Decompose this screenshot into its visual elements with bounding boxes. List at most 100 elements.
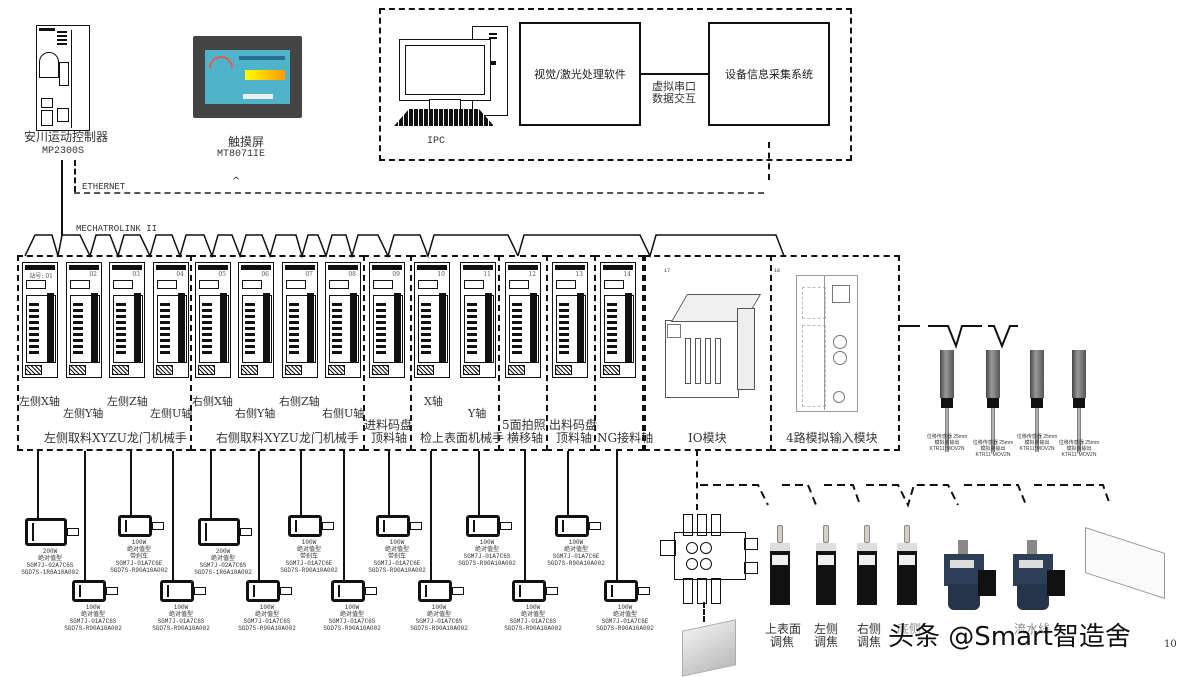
motor-spec-line: SGM7J-01A7C6E (601, 618, 649, 625)
motor-spec-line: 100W (173, 604, 189, 611)
motor-spec-line: 100W (431, 604, 447, 611)
motor-cable (616, 451, 618, 580)
motor-cable (478, 451, 480, 515)
motor-spec-line: 100W (389, 539, 405, 546)
motor-spec-line: 绝对值型 (426, 611, 451, 618)
analog-module-image (796, 275, 858, 415)
station-number: 05 (218, 271, 226, 278)
station-number: 03 (132, 271, 140, 278)
info-system-label: 设备信息采集系统 (725, 68, 813, 81)
io-num: 17 (664, 268, 671, 274)
motor-spec-line: 200W (42, 548, 58, 555)
controller-model: MP2300S (42, 146, 85, 157)
motor-spec-line: 绝对值型 (254, 611, 279, 618)
motor-spec-line: SGM7J-01A7C6S (157, 618, 205, 625)
ethernet-drop (768, 142, 770, 180)
sensor-spec-line: KTR11*MOV2N (1019, 446, 1055, 452)
link-label-1: 虚拟串口 (652, 80, 696, 93)
motor-cable (300, 451, 302, 515)
page-number: 10 (1164, 639, 1177, 650)
motor-spec-line: 100W (479, 539, 495, 546)
motor-spec-line: SGD7S-R90A10A002 (238, 625, 296, 632)
dc-motor-left (816, 525, 836, 605)
servo-drive: 04 (153, 262, 189, 378)
computer-icon (392, 25, 512, 130)
motor-spec-line: 100W (301, 539, 317, 546)
motor-spec-line: 绝对值型 (210, 555, 235, 562)
motor-spec-line: 带刹车 (129, 553, 148, 560)
motor-cable (130, 451, 132, 515)
vision-software-label: 视觉/激光处理软件 (534, 68, 626, 81)
axis-label: 右侧Z轴 (279, 395, 320, 408)
motor-cable (258, 451, 260, 580)
watermark: 头条 @Smart智造舍 (888, 622, 1131, 652)
motor-spec-line: 绝对值型 (339, 611, 364, 618)
axis-label: 右侧X轴 (192, 395, 233, 408)
station-number: 06 (261, 271, 269, 278)
station-number: 02 (89, 271, 97, 278)
servo-drive: 08 (325, 262, 361, 378)
io-device-label-2: 调焦 (857, 635, 882, 649)
station-number: 14 (623, 271, 631, 278)
group-label: NG接料轴 (597, 431, 654, 445)
motor-spec-line: SGM7J-01A7C6S (243, 618, 291, 625)
motor-spec-line: SGD7S-R90A10A002 (110, 567, 168, 574)
motor-spec-line: SGD7S-R90A10A002 (64, 625, 122, 632)
motor-spec-line: 绝对值型 (296, 546, 321, 553)
motor-spec-line: 绝对值型 (474, 546, 499, 553)
station-number: 站号: 01 (29, 273, 53, 280)
io-device-bus (700, 484, 1111, 508)
motor-cable (430, 451, 432, 580)
motor-cable (524, 451, 526, 580)
analog-num: 18 (774, 268, 781, 274)
motor-spec-line: 绝对值型 (80, 611, 105, 618)
gear-motor-1 (944, 540, 996, 610)
station-number: 07 (305, 271, 313, 278)
motor-spec-line: SGD7S-1R6A10A002 (21, 569, 79, 576)
motor-spec-line: 100W (131, 539, 147, 546)
sensor-bus (900, 325, 1018, 350)
group-label: 右侧取料XYZU龙门机械手 (216, 431, 359, 445)
servo-drive: 13 (552, 262, 588, 378)
motor-spec-line: SGM7J-01A7C6E (285, 560, 333, 567)
sensor-spec-line: 模拟量输出 (1024, 440, 1050, 446)
station-number: 11 (483, 271, 491, 278)
station-number: 12 (528, 271, 536, 278)
motor-spec-line: SGM7J-01A7C6S (69, 618, 117, 625)
servo-drive: 03 (109, 262, 145, 378)
ethernet-touchscreen-tap: ^ (232, 176, 241, 187)
io-device-label: 右侧 (857, 622, 882, 636)
motor-spec-line: 绝对值型 (384, 546, 409, 553)
pneumatic-cylinder (682, 619, 736, 677)
motor-cable (172, 451, 174, 580)
station-number: 09 (392, 271, 400, 278)
io-device-label: 上表面 (765, 622, 802, 636)
axis-label: 左侧Z轴 (107, 395, 148, 408)
station-number: 10 (437, 271, 445, 278)
link-line (641, 73, 709, 75)
motor-spec-line: 100W (617, 604, 633, 611)
motor-spec-line: SGD7S-R90A10A002 (323, 625, 381, 632)
sensor-spec-line: 模拟量输出 (934, 440, 960, 446)
group-label-2: 顶料轴 (371, 431, 408, 445)
ethernet-line (74, 192, 764, 194)
mechatrolink-trunk (61, 160, 63, 236)
sensor-spec-line: 位移传感器 25mm (1016, 434, 1058, 440)
ipc-label: IPC (427, 136, 446, 147)
group-label: 出料码盘 (549, 418, 598, 432)
servo-drive: 14 (600, 262, 636, 378)
motor-spec-line: 绝对值型 (520, 611, 545, 618)
group-label: IO模块 (688, 431, 727, 445)
motor-spec-line: 100W (568, 539, 584, 546)
valve-manifold (658, 510, 758, 620)
group-label: 检上表面机械手 (420, 431, 505, 445)
